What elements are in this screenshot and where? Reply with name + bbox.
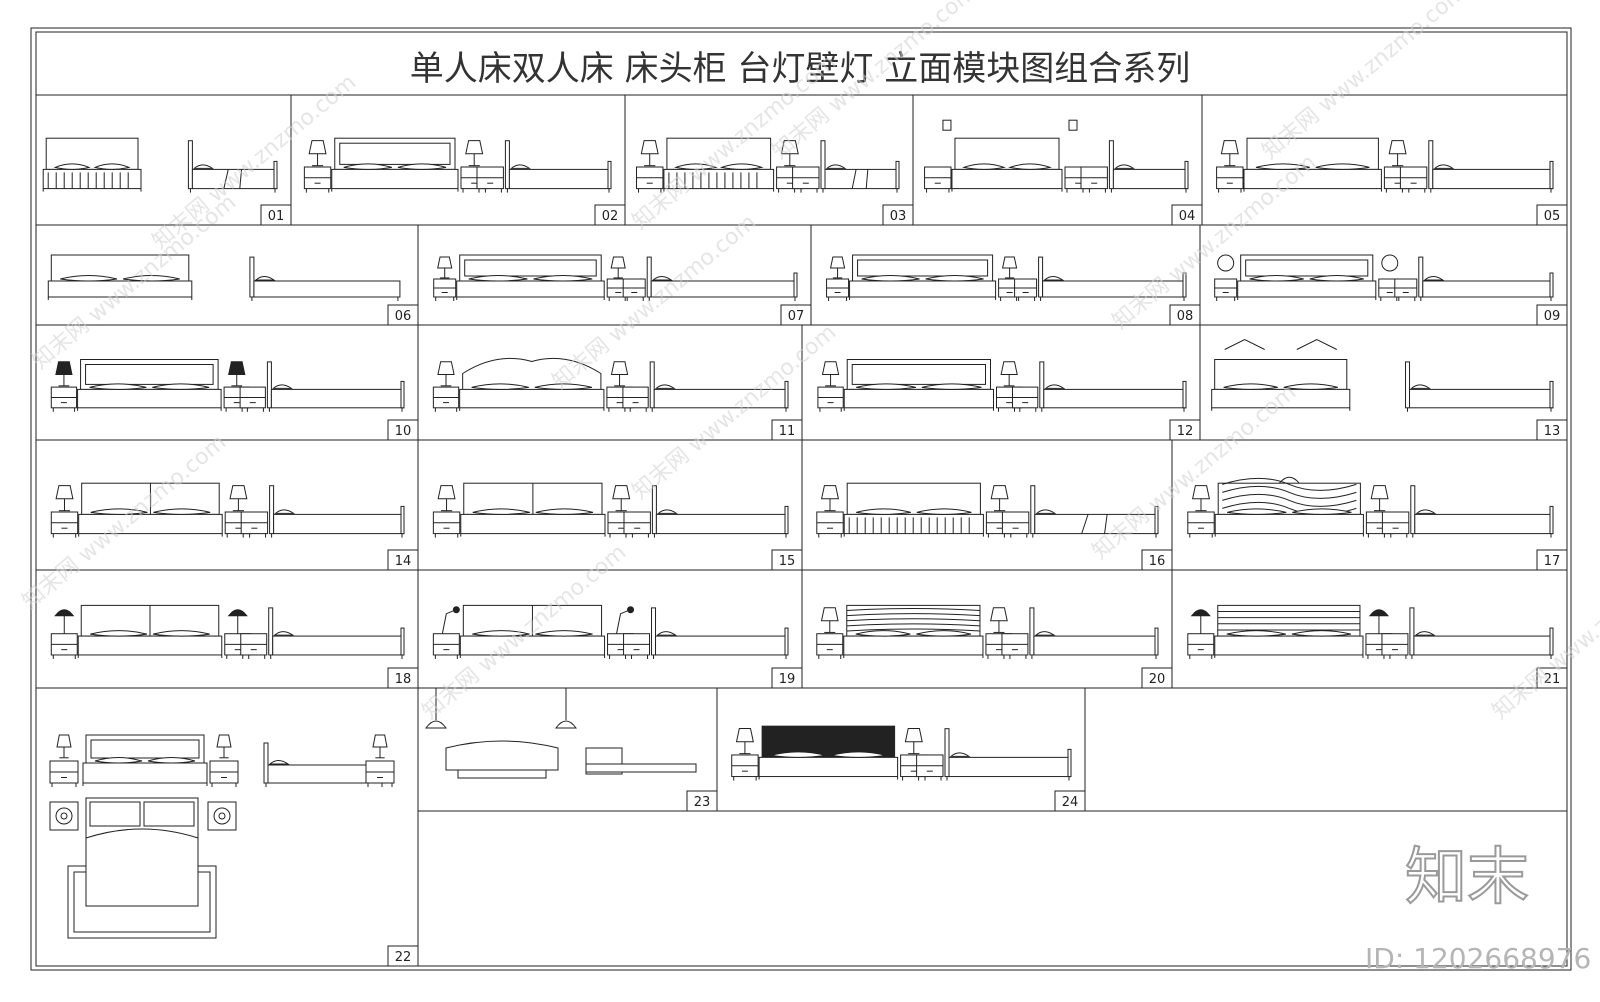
sheet-title: 单人床双人床 床头柜 台灯壁灯 立面模块图组合系列 — [410, 49, 1190, 89]
panel-number-box — [771, 667, 803, 689]
panel-number: 13 — [1544, 424, 1561, 439]
panel-number-box — [1169, 419, 1201, 441]
panel-04-drawing — [924, 119, 1189, 193]
panel-number-box — [1054, 790, 1086, 812]
panel-number: 15 — [779, 554, 796, 569]
panel-05-drawing — [1216, 137, 1554, 193]
panel-number: 08 — [1177, 309, 1194, 324]
panel-10-drawing — [50, 359, 405, 412]
watermark-text: 知末网 www.znzmo.com — [628, 320, 841, 505]
panel-number-box — [771, 419, 803, 441]
panel-number: 20 — [1149, 672, 1166, 687]
panel-number-box — [1536, 304, 1568, 326]
panel-number-labels: 01 02 03 04 05 06 07 08 09 10 11 12 13 14 15 16 17 18 19 20… — [260, 204, 1568, 967]
panel-number-box — [260, 204, 292, 226]
panel-12-drawing — [817, 359, 1187, 412]
panel-number: 11 — [779, 424, 796, 439]
panel-02-drawing — [303, 137, 612, 193]
panel-number: 22 — [395, 950, 412, 965]
panel-number: 17 — [1544, 554, 1561, 569]
panel-11-drawing — [432, 357, 789, 412]
panel-number-box — [1536, 419, 1568, 441]
panel-09-drawing — [1214, 254, 1554, 301]
panel-number-box — [1536, 667, 1568, 689]
panel-number: 19 — [779, 672, 796, 687]
panel-03-drawing — [636, 137, 900, 193]
inner-frame — [35, 31, 1568, 967]
panel-number-box — [387, 419, 419, 441]
panel-number: 24 — [1062, 795, 1079, 810]
panel-16-drawing — [816, 482, 1159, 538]
panel-23-drawing — [425, 688, 697, 779]
watermark-text: 知末网 www.znzmo.com — [148, 70, 361, 255]
panel-number: 14 — [395, 554, 412, 569]
panel-13-drawing — [1211, 338, 1554, 412]
panel-number: 21 — [1544, 672, 1561, 687]
panel-19-drawing — [432, 604, 789, 659]
panel-number-box — [882, 204, 914, 226]
panel-01-drawing — [42, 137, 278, 193]
panel-number-box — [1536, 549, 1568, 571]
panel-number: 12 — [1177, 424, 1194, 439]
furniture-drawings — [42, 119, 1554, 939]
panel-number-box — [1169, 304, 1201, 326]
panel-21-drawing — [1187, 604, 1554, 659]
panel-number-box — [387, 549, 419, 571]
outer-frame — [30, 27, 1572, 971]
panel-number: 03 — [890, 209, 907, 224]
panel-number: 16 — [1149, 554, 1166, 569]
panel-number-box — [1536, 204, 1568, 226]
panel-15-drawing — [432, 482, 789, 538]
panel-number: 02 — [602, 209, 619, 224]
panel-22-drawing — [49, 734, 395, 939]
panel-number: 06 — [395, 309, 412, 324]
panel-17-drawing — [1187, 476, 1554, 538]
panel-18-drawing — [50, 604, 405, 659]
panel-number: 04 — [1179, 209, 1196, 224]
panel-number: 23 — [694, 795, 711, 810]
panel-number: 09 — [1544, 309, 1561, 324]
panel-number-box — [1171, 204, 1203, 226]
panel-number-box — [387, 304, 419, 326]
panel-06-drawing — [47, 254, 401, 301]
panel-number-box — [780, 304, 812, 326]
panel-number-box — [771, 549, 803, 571]
panel-number-box — [594, 204, 626, 226]
panel-20-drawing — [816, 604, 1159, 659]
panel-number-box — [686, 790, 718, 812]
brand-logo: 知末 — [1405, 840, 1529, 913]
panel-24-drawing — [731, 725, 1072, 781]
panel-number: 10 — [395, 424, 412, 439]
panel-07-drawing — [433, 254, 798, 301]
panel-number: 18 — [395, 672, 412, 687]
panel-number: 01 — [268, 209, 285, 224]
panel-08-drawing — [826, 254, 1187, 301]
image-id: ID: 1202668976 — [1365, 942, 1591, 975]
panel-14-drawing — [50, 482, 405, 538]
panel-number: 07 — [788, 309, 805, 324]
panel-number-box — [387, 667, 419, 689]
panel-number-box — [387, 945, 419, 967]
panel-number: 05 — [1544, 209, 1561, 224]
panel-number-box — [1141, 667, 1173, 689]
panel-number-box — [1141, 549, 1173, 571]
